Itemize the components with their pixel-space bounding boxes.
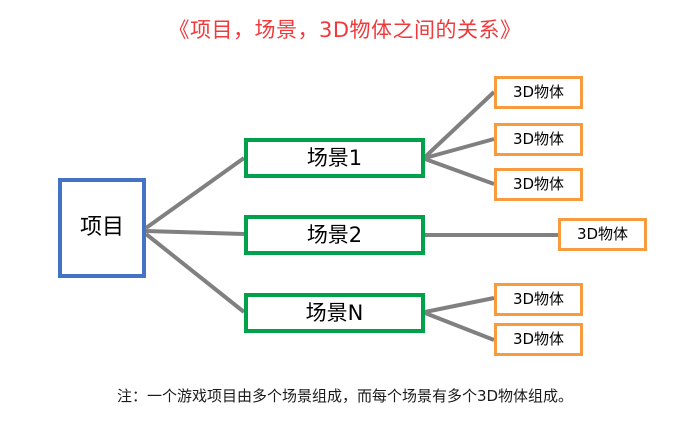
node-object-5[interactable]: 3D物体 [494, 283, 583, 316]
node-scene-3-label: 场景N [305, 300, 364, 325]
node-object-3[interactable]: 3D物体 [494, 168, 583, 201]
node-scene-1-label: 场景1 [306, 145, 363, 170]
node-object-1-label: 3D物体 [512, 83, 565, 101]
node-project-label: 项目 [79, 215, 124, 240]
node-object-2[interactable]: 3D物体 [494, 123, 583, 156]
node-object-4[interactable]: 3D物体 [558, 218, 647, 251]
connector-line [144, 232, 246, 314]
node-object-3-label: 3D物体 [512, 175, 565, 193]
node-object-4-label: 3D物体 [576, 225, 629, 243]
connector-line [423, 90, 496, 159]
node-scene-2[interactable]: 场景2 [244, 215, 425, 255]
node-object-2-label: 3D物体 [512, 130, 565, 148]
node-scene-3[interactable]: 场景N [244, 293, 425, 333]
node-project[interactable]: 项目 [58, 178, 146, 278]
node-object-1[interactable]: 3D物体 [494, 76, 583, 109]
connector-line [145, 229, 245, 236]
node-object-5-label: 3D物体 [512, 290, 565, 308]
node-scene-2-label: 场景2 [306, 222, 363, 247]
diagram-title: 《项目，场景，3D物体之间的关系》 [168, 18, 522, 42]
node-object-6-label: 3D物体 [512, 330, 565, 348]
connector-line [144, 156, 246, 230]
connector-line [424, 137, 495, 160]
node-scene-1[interactable]: 场景1 [244, 138, 425, 178]
connector-line [424, 296, 495, 314]
node-object-6[interactable]: 3D物体 [494, 323, 583, 356]
connector-line [424, 311, 495, 342]
connector-line [424, 157, 495, 186]
diagram-caption: 注：一个游戏项目由多个场景组成，而每个场景有多个3D物体组成。 [116, 387, 574, 405]
